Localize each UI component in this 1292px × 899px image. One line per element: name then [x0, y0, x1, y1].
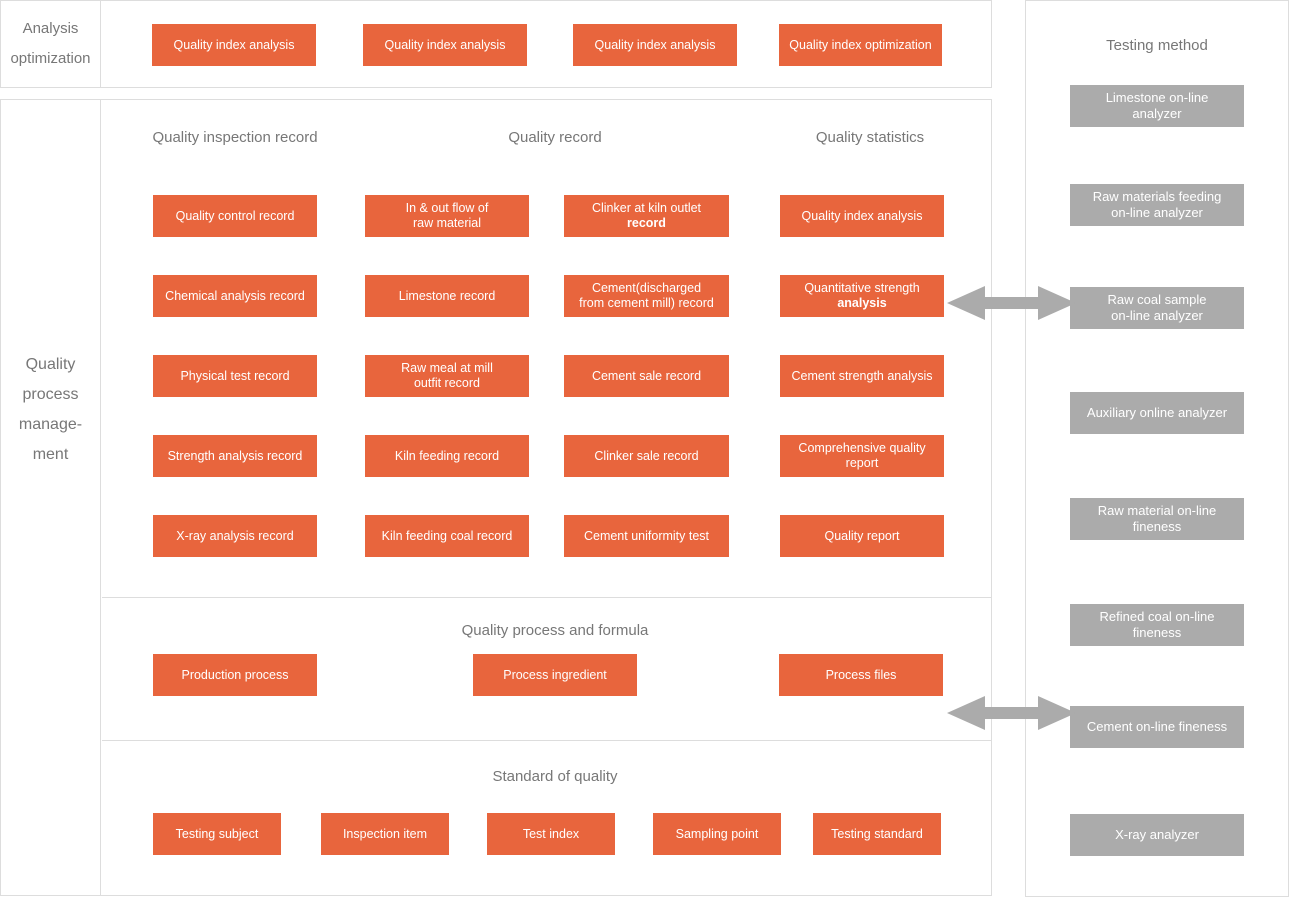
btn-chemical-analysis-record[interactable]: Chemical analysis record: [153, 275, 317, 317]
btn-testing-standard[interactable]: Testing standard: [813, 813, 941, 855]
btn-x-ray-analyzer[interactable]: X-ray analyzer: [1070, 814, 1244, 856]
btn-clinker-at-kiln-outlet-record[interactable]: Clinker at kiln outlet record: [564, 195, 729, 237]
btn-auxiliary-online-analyzer[interactable]: Auxiliary online analyzer: [1070, 392, 1244, 434]
quality-process-management-label: Quality process manage- ment: [1, 100, 101, 895]
button-label: Clinker at kiln outlet record: [591, 201, 702, 230]
btn-raw-meal-mill-outfit-record[interactable]: Raw meal at mill outfit record: [365, 355, 529, 397]
column-quality-statistics: Quality index analysis Quantitative stre…: [780, 195, 944, 557]
btn-quality-index-analysis-1[interactable]: Quality index analysis: [152, 24, 316, 66]
column-quality-record-right: Clinker at kiln outlet record Cement(dis…: [564, 195, 729, 557]
double-arrow-icon: [947, 696, 1076, 730]
btn-quality-control-record[interactable]: Quality control record: [153, 195, 317, 237]
button-label: Quantitative strength analysis: [804, 281, 920, 310]
btn-kiln-feeding-record[interactable]: Kiln feeding record: [365, 435, 529, 477]
btn-quality-index-analysis-3[interactable]: Quality index analysis: [573, 24, 737, 66]
testing-method-title: Testing method: [1106, 37, 1208, 54]
analysis-optimization-section: Analysis optimization Quality index anal…: [0, 0, 992, 88]
header-quality-statistics: Quality statistics: [815, 129, 925, 146]
btn-kiln-feeding-coal-record[interactable]: Kiln feeding coal record: [365, 515, 529, 557]
header-standard-of-quality: Standard of quality: [492, 768, 618, 785]
btn-process-ingredient[interactable]: Process ingredient: [473, 654, 637, 696]
btn-quantitative-strength-analysis[interactable]: Quantitative strength analysis: [780, 275, 944, 317]
btn-sampling-point[interactable]: Sampling point: [653, 813, 781, 855]
btn-refined-coal-online-fineness[interactable]: Refined coal on-line fineness: [1070, 604, 1244, 646]
btn-clinker-sale-record[interactable]: Clinker sale record: [564, 435, 729, 477]
btn-in-out-flow-raw-material[interactable]: In & out flow of raw material: [365, 195, 529, 237]
btn-quality-index-analysis-stat[interactable]: Quality index analysis: [780, 195, 944, 237]
btn-quality-report[interactable]: Quality report: [780, 515, 944, 557]
header-quality-record: Quality record: [508, 129, 602, 146]
section-divider: [102, 597, 991, 598]
header-quality-inspection-record: Quality inspection record: [152, 129, 318, 146]
btn-test-index[interactable]: Test index: [487, 813, 615, 855]
header-quality-process-and-formula: Quality process and formula: [461, 622, 649, 639]
section-divider: [102, 740, 991, 741]
quality-process-management-section: Quality process manage- ment Quality ins…: [0, 99, 992, 896]
btn-inspection-item[interactable]: Inspection item: [321, 813, 449, 855]
btn-quality-index-optimization[interactable]: Quality index optimization: [779, 24, 942, 66]
btn-cement-discharged-record[interactable]: Cement(discharged from cement mill) reco…: [564, 275, 729, 317]
btn-quality-index-analysis-2[interactable]: Quality index analysis: [363, 24, 527, 66]
column-quality-record-left: In & out flow of raw material Limestone …: [365, 195, 529, 557]
btn-x-ray-analysis-record[interactable]: X-ray analysis record: [153, 515, 317, 557]
column-quality-inspection-record: Quality control record Chemical analysis…: [153, 195, 317, 557]
btn-testing-subject[interactable]: Testing subject: [153, 813, 281, 855]
analysis-optimization-label: Analysis optimization: [1, 1, 101, 87]
btn-process-files[interactable]: Process files: [779, 654, 943, 696]
btn-raw-coal-sample-online-analyzer[interactable]: Raw coal sample on-line analyzer: [1070, 287, 1244, 329]
testing-method-panel: Testing method Limestone on-line analyze…: [1025, 0, 1289, 897]
btn-strength-analysis-record[interactable]: Strength analysis record: [153, 435, 317, 477]
btn-cement-uniformity-test[interactable]: Cement uniformity test: [564, 515, 729, 557]
btn-limestone-online-analyzer[interactable]: Limestone on-line analyzer: [1070, 85, 1244, 127]
double-arrow-icon: [947, 286, 1076, 320]
btn-cement-strength-analysis[interactable]: Cement strength analysis: [780, 355, 944, 397]
btn-raw-materials-feeding-online-analyzer[interactable]: Raw materials feeding on-line analyzer: [1070, 184, 1244, 226]
btn-production-process[interactable]: Production process: [153, 654, 317, 696]
btn-comprehensive-quality-report[interactable]: Comprehensive quality report: [780, 435, 944, 477]
btn-cement-sale-record[interactable]: Cement sale record: [564, 355, 729, 397]
btn-cement-online-fineness[interactable]: Cement on-line fineness: [1070, 706, 1244, 748]
btn-limestone-record[interactable]: Limestone record: [365, 275, 529, 317]
btn-raw-material-online-fineness[interactable]: Raw material on-line fineness: [1070, 498, 1244, 540]
btn-physical-test-record[interactable]: Physical test record: [153, 355, 317, 397]
